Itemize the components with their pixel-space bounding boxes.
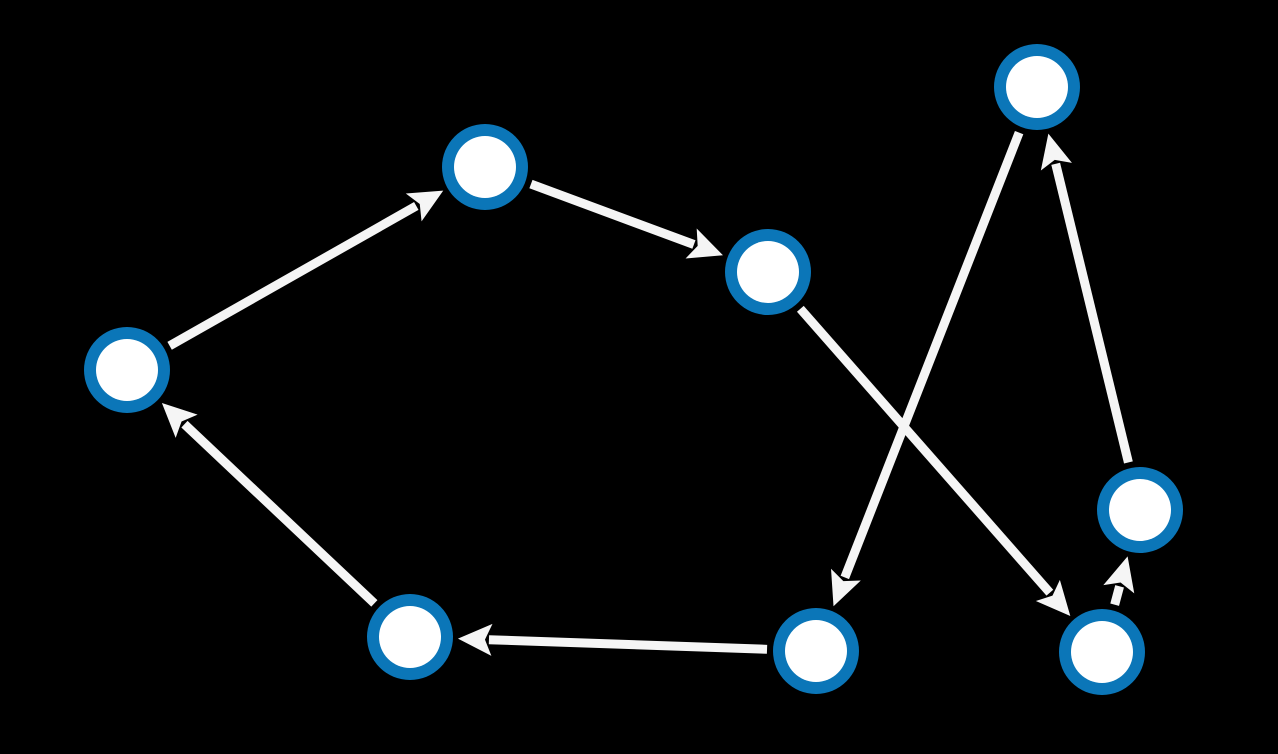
graph-edge-line	[529, 179, 696, 249]
graph-edge[interactable]	[529, 179, 723, 259]
arrowhead-icon	[1040, 133, 1072, 171]
graph-node-fill	[96, 339, 158, 401]
graph-edge[interactable]	[167, 190, 444, 350]
graph-edge[interactable]	[161, 402, 378, 607]
graph-node[interactable]	[1097, 467, 1183, 553]
graph-node[interactable]	[725, 229, 811, 315]
graph-node[interactable]	[367, 594, 453, 680]
graph-edge[interactable]	[1103, 556, 1135, 606]
graph-node[interactable]	[994, 44, 1080, 130]
graph-edge[interactable]	[1040, 133, 1133, 464]
arrowhead-icon	[1103, 556, 1135, 594]
graph-node-fill	[785, 620, 847, 682]
arrowhead-icon	[405, 190, 444, 222]
graph-edge-line	[840, 130, 1024, 580]
arrowhead-icon	[685, 228, 723, 259]
arrowhead-icon	[1035, 579, 1071, 616]
graph-edge[interactable]	[831, 130, 1024, 607]
graph-node-fill	[454, 136, 516, 198]
graph-node[interactable]	[442, 124, 528, 210]
graph-edge-line	[796, 305, 1054, 596]
graph-edge-line	[167, 202, 419, 350]
node-layer	[84, 44, 1183, 695]
graph-edge-line	[181, 420, 378, 607]
graph-edge[interactable]	[796, 305, 1071, 616]
graph-edge-line	[488, 635, 768, 654]
graph-edge[interactable]	[457, 623, 768, 656]
arrowhead-icon	[161, 402, 198, 438]
graph-node-fill	[1071, 621, 1133, 683]
arrowhead-icon	[831, 568, 861, 607]
graph-node[interactable]	[1059, 609, 1145, 695]
graph-edge-line	[1051, 162, 1133, 464]
graph-node[interactable]	[84, 327, 170, 413]
graph-node-fill	[1109, 479, 1171, 541]
arrowhead-icon	[457, 623, 493, 656]
graph-node-fill	[1006, 56, 1068, 118]
edge-layer	[161, 130, 1135, 656]
graph-node[interactable]	[773, 608, 859, 694]
graph-node-fill	[379, 606, 441, 668]
graph-edge-line	[1110, 585, 1124, 606]
graph-node-fill	[737, 241, 799, 303]
